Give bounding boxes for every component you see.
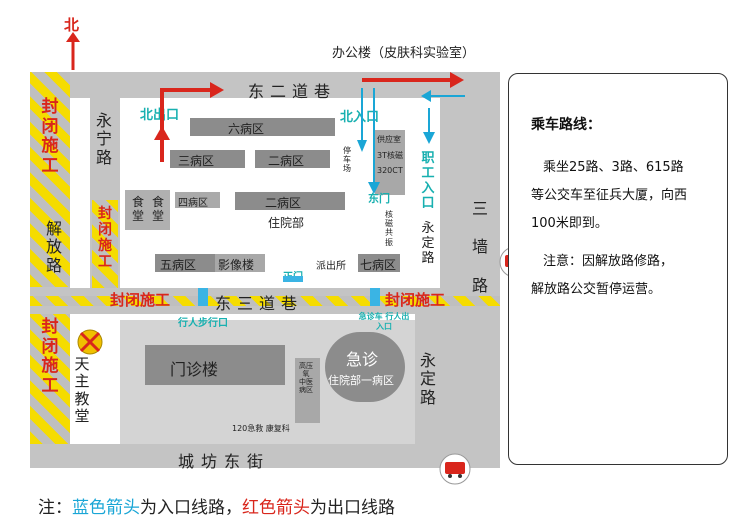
radiotherapy-label: 核磁共振	[385, 210, 393, 247]
emergency-gate-label: 急诊车 行人出入口	[358, 312, 410, 331]
church-label: 天主教堂	[74, 355, 90, 425]
construction-zone-left-lower	[30, 314, 70, 444]
north-entrance-label: 北入口	[340, 110, 380, 125]
yongding-lower-strip	[415, 314, 440, 444]
construction-label-yongning: 封闭施工	[98, 206, 112, 271]
office-building-label: 办公楼（皮肤科实验室）	[332, 46, 476, 61]
outpatient-building	[145, 345, 285, 385]
construction-zone-left-upper	[30, 72, 70, 287]
info-line3: 100米即到。	[531, 216, 608, 231]
info-line2: 等公交车至征兵大厦，向西	[531, 188, 688, 203]
construction-label-bottom-right: 封闭施工	[385, 291, 446, 309]
pedestrian-gate-label: 行人步行口	[178, 318, 228, 329]
garage-label: 停车场	[343, 146, 351, 174]
ward2-lower-label: 二病区	[265, 196, 302, 210]
info-note2: 解放路公交暂停运营。	[531, 282, 662, 297]
pedestrian-gate-marker	[198, 288, 208, 306]
construction-label-left-upper: 封闭施工	[41, 97, 59, 176]
staff-entrance-label: 职工入口	[421, 151, 435, 211]
construction-zone-yongning	[92, 200, 118, 288]
outpatient-label: 门诊楼	[170, 360, 219, 379]
legend-mid: 为入口线路，	[140, 498, 242, 518]
info-title: 乘车路线：	[531, 117, 601, 133]
ward2-upper-building	[255, 150, 330, 168]
police-label: 派出所	[316, 261, 346, 272]
ward6-building	[190, 118, 335, 136]
mri-label: 3T核磁	[377, 151, 403, 160]
bus-route-info-panel: 乘车路线： 乘坐25路、3路、615路 等公交车至征兵大厦，向西 100米即到。…	[508, 73, 728, 465]
dong-er-road-label: 东二道巷	[248, 82, 337, 101]
imaging-label: 影像楼	[218, 258, 255, 272]
legend-prefix: 注：	[38, 498, 72, 518]
dong-er-road	[30, 72, 500, 98]
north-exit-label: 北出口	[140, 108, 180, 123]
sanqiang-road-label: 三墙路	[471, 199, 488, 295]
legend: 注：蓝色箭头为入口线路，红色箭头为出口线路	[38, 493, 395, 518]
jiefang-road-label: 解放路	[45, 219, 62, 275]
canteen1-label: 食堂	[131, 195, 144, 223]
east-gate-label: 东门	[368, 192, 390, 205]
construction-zone-dong-san	[30, 296, 500, 306]
emergency-building	[325, 332, 405, 402]
emergency-gate-marker	[370, 288, 380, 306]
north-arrow-icon	[66, 32, 80, 70]
exit-arrow-east-icon	[362, 72, 464, 88]
chengfang-road	[30, 444, 500, 468]
info-note1: 注意：因解放路修路，	[543, 254, 674, 269]
ward3-label: 三病区	[178, 154, 215, 168]
dong-san-road-label: 东三道巷	[215, 294, 304, 313]
ward7-label: 七病区	[360, 258, 397, 272]
ward5-label: 五病区	[160, 258, 197, 272]
construction-label-bottom-left: 封闭施工	[110, 291, 171, 309]
supply-label: 供应室	[377, 135, 401, 144]
legend-suffix: 为出口线路	[310, 498, 395, 518]
ward3-building	[170, 150, 245, 168]
clinic-120-label: 120急救 康复科	[232, 424, 290, 433]
ward2-lower-building	[235, 192, 345, 210]
construction-label-left-lower: 封闭施工	[41, 317, 59, 396]
ward6-label: 六病区	[228, 122, 265, 136]
east-cluster	[375, 130, 405, 195]
ct-label: 320CT	[377, 166, 403, 175]
ward2-upper-label: 二病区	[268, 154, 305, 168]
ward4-building	[175, 192, 220, 208]
inpatient-label: 住院部	[268, 216, 305, 230]
canteen-building	[125, 190, 170, 230]
south-mid-building	[295, 358, 320, 423]
canteen2-label: 食堂	[151, 195, 164, 223]
chengfang-road-label: 城坊东街	[178, 452, 271, 471]
sanqiang-road-strip	[440, 72, 500, 452]
ward7-building	[358, 254, 400, 272]
yongding-lower-label: 永定路	[419, 351, 436, 407]
ward4-label: 四病区	[178, 198, 208, 209]
emergency-label: 急诊	[346, 350, 379, 369]
info-line1: 乘坐25路、3路、615路	[543, 160, 684, 175]
imaging-building	[215, 254, 265, 272]
bus-stop-south-icon	[439, 453, 471, 485]
yongding-upper-label: 永定路	[421, 221, 435, 266]
north-label: 北	[64, 16, 80, 34]
chinese-med-label: 高压氧 中医病区	[299, 362, 313, 395]
legend-blue: 蓝色箭头	[72, 498, 140, 518]
yongning-road-label: 永宁路	[95, 111, 112, 167]
main-gate-marker	[283, 276, 303, 282]
church-marker-icon	[77, 329, 103, 355]
entry-arrow-north-icon	[357, 88, 380, 194]
entry-arrow-east-icon	[421, 90, 465, 144]
legend-red: 红色箭头	[242, 498, 310, 518]
ward5-building	[155, 254, 215, 272]
inpatient1-label: 住院部一病区	[328, 374, 394, 387]
exit-arrow-north-icon	[154, 82, 224, 162]
